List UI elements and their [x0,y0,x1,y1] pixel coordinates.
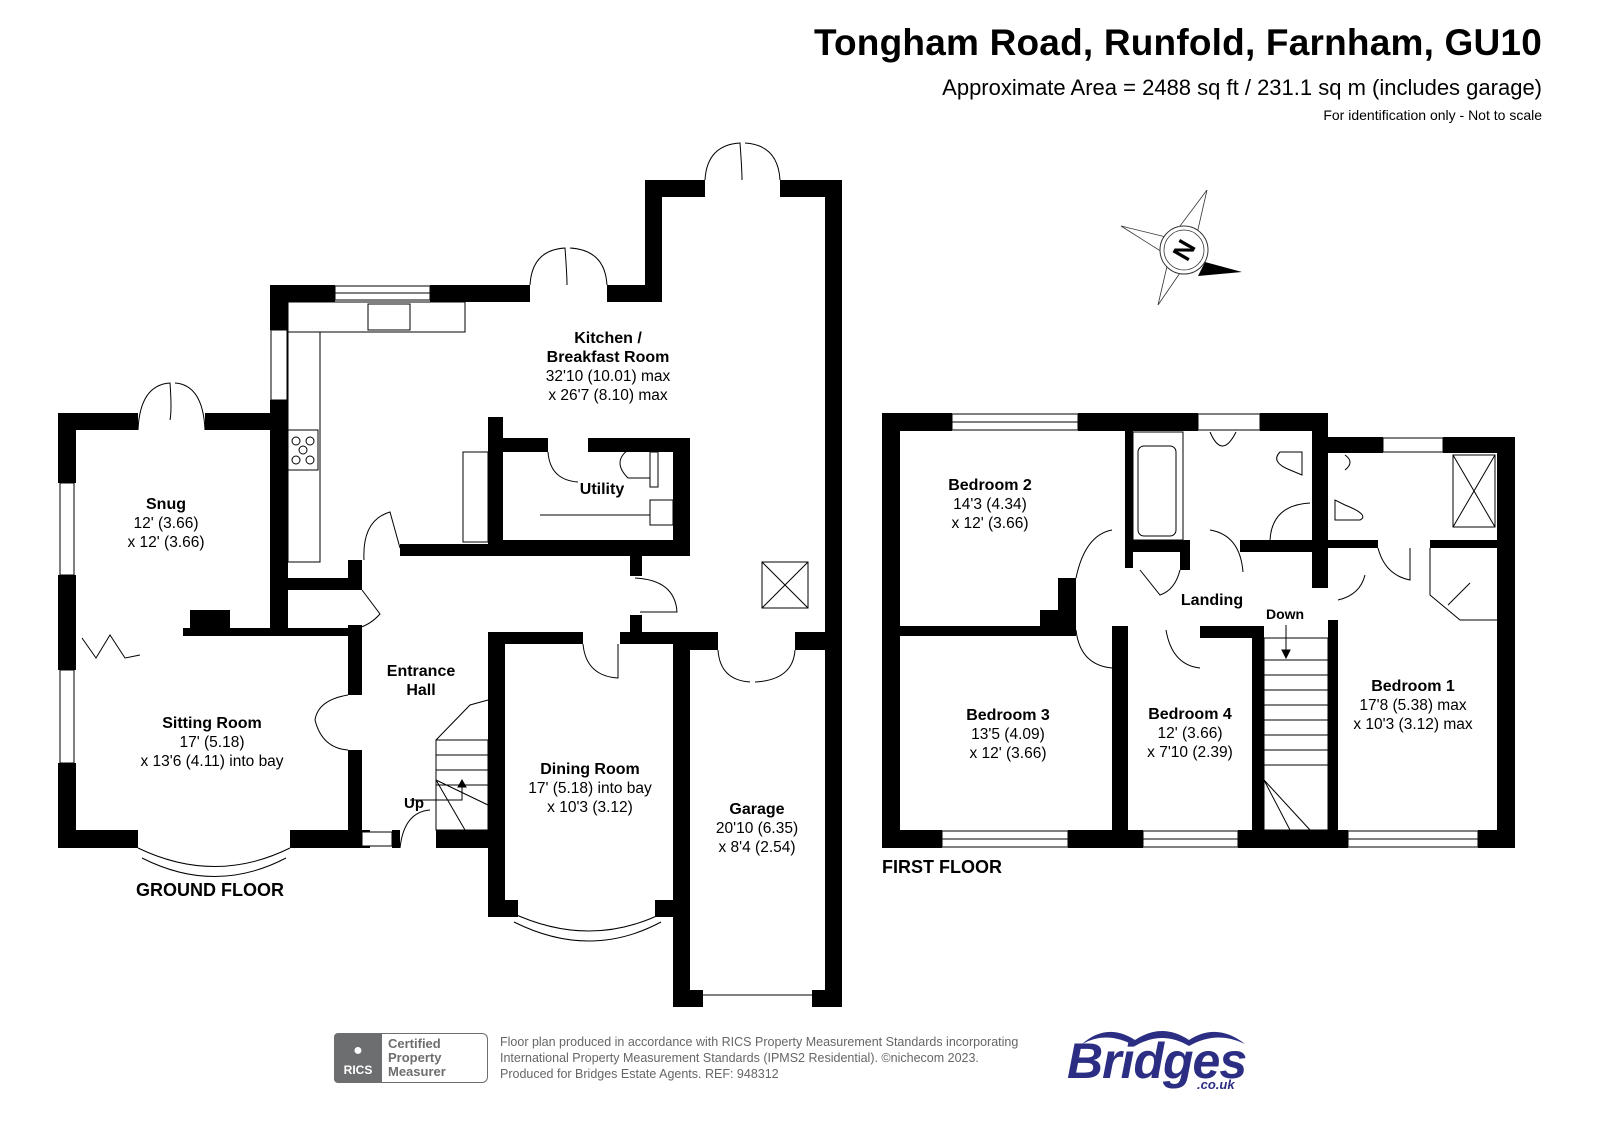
room-dining-room: Dining Room 17' (5.18) into bay x 10'3 (… [528,761,652,816]
ground-floor-fixtures [59,142,812,996]
ground-floor-label: GROUND FLOOR [136,880,284,900]
room-kitchen-breakfast: Kitchen / Breakfast Room 32'10 (10.01) m… [545,330,671,404]
room-bedroom-1: Bedroom 1 17'8 (5.38) max x 10'3 (3.12) … [1353,678,1473,733]
stairs-up-label: Up [404,795,424,812]
room-sitting-room: Sitting Room 17' (5.18) x 13'6 (4.11) in… [140,715,284,770]
room-bedroom-2: Bedroom 2 14'3 (4.34) x 12' (3.66) [948,477,1032,532]
scale-disclaimer: For identification only - Not to scale [1323,107,1542,123]
room-utility: Utility [579,481,625,498]
room-snug: Snug 12' (3.66) x 12' (3.66) [127,496,205,551]
first-floor-fixtures [941,413,1497,848]
page-title: Tongham Road, Runfold, Farnham, GU10 [813,22,1542,63]
rics-certified-text: Certified Property Measurer [382,1033,488,1083]
room-landing: Landing [1180,592,1244,609]
room-bedroom-4: Bedroom 4 12' (3.66) x 7'10 (2.39) [1147,706,1233,761]
rics-certified-badge: ● RICS Certified Property Measurer [334,1033,488,1083]
room-bedroom-3: Bedroom 3 13'5 (4.09) x 12' (3.66) [966,707,1050,762]
bridges-logo: Bridges .co.uk [1067,1022,1247,1092]
approximate-area: Approximate Area = 2488 sq ft / 231.1 sq… [942,75,1542,100]
room-entrance-hall: Entrance Hall [386,663,456,699]
north-compass-icon: N [1120,189,1242,306]
first-floor-walls [882,413,1515,848]
ground-floor-walls [58,180,842,1007]
rics-lion-icon: ● [353,1042,363,1059]
bridges-arches-icon [1082,1031,1245,1046]
footer-disclaimer: Floor plan produced in accordance with R… [500,1035,1019,1081]
rics-logo: ● RICS [334,1033,382,1083]
stairs-down-label: Down [1266,606,1305,622]
first-floor-label: FIRST FLOOR [882,857,1002,877]
room-garage: Garage 20'10 (6.35) x 8'4 (2.54) [715,801,799,856]
